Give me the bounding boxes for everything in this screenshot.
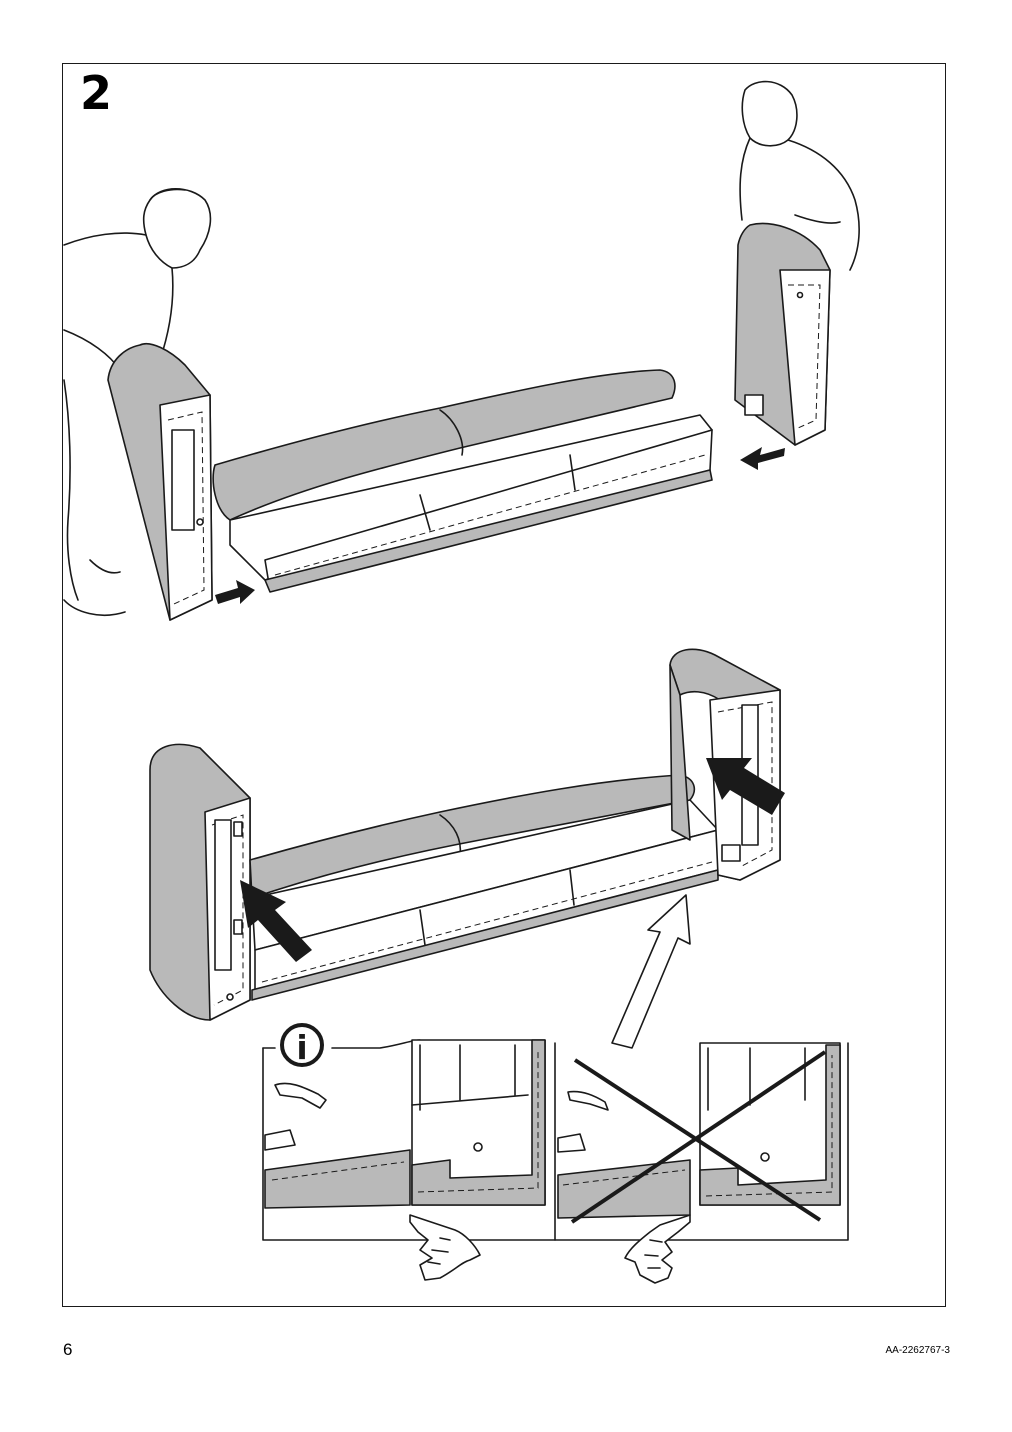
info-icon: i <box>280 1023 324 1067</box>
document-code: AA-2262767-3 <box>885 1345 951 1356</box>
callout-arrow <box>611 894 691 1049</box>
pointing-hand-icon <box>409 1214 481 1281</box>
pointing-hand-icon <box>624 1214 691 1284</box>
step-frame <box>62 63 946 1307</box>
arrow-icon <box>740 447 785 470</box>
arrow-icon <box>706 758 785 815</box>
detail-panels: i <box>262 1023 849 1284</box>
armrest-left-top <box>107 343 213 621</box>
info-symbol: i <box>296 1028 307 1067</box>
detail-incorrect <box>557 1042 841 1224</box>
person-right-figure <box>739 80 860 271</box>
top-scene <box>63 80 860 621</box>
step-number: 2 <box>80 66 113 120</box>
sofa-base-mid <box>249 774 719 1001</box>
cross-out-icon <box>570 1050 827 1224</box>
sofa-base-top <box>212 369 713 593</box>
arrow-icon <box>215 580 255 604</box>
arrow-icon <box>240 880 312 962</box>
armrest-left-mid <box>149 743 251 1021</box>
armrest-right-top <box>734 222 831 446</box>
middle-scene <box>149 648 785 1049</box>
page-number: 6 <box>63 1340 73 1359</box>
detail-correct <box>264 1039 546 1209</box>
